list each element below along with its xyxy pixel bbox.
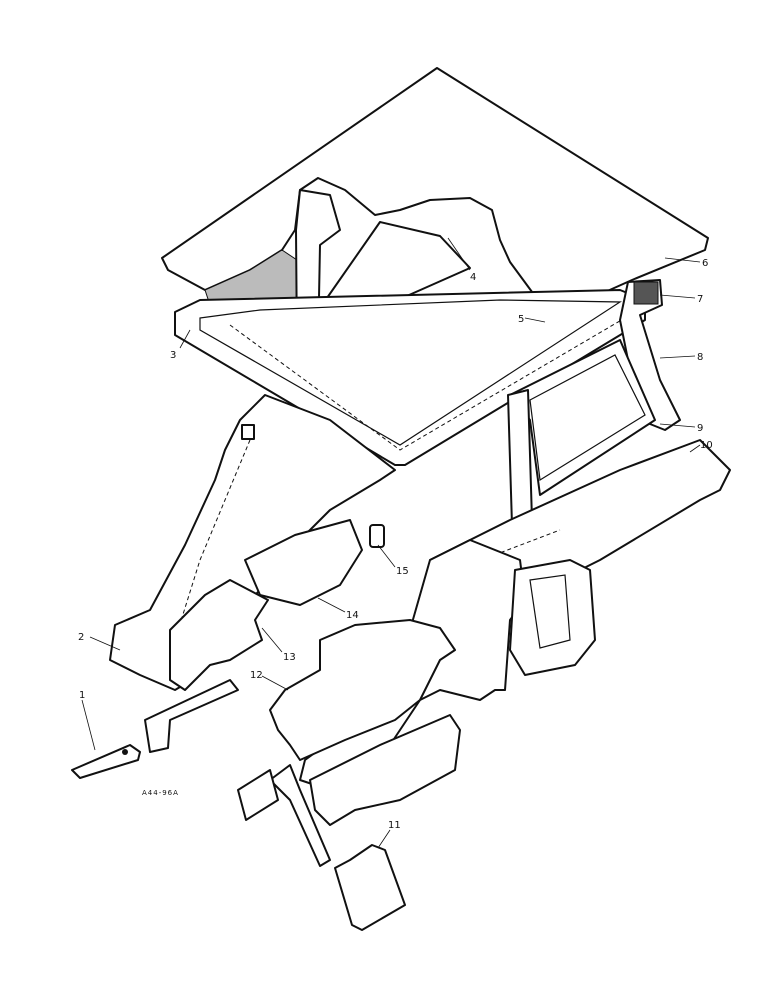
callout-5: 5 <box>518 314 524 325</box>
leader-12 <box>261 675 289 691</box>
leader-3 <box>179 329 191 349</box>
callout-1: 1 <box>79 690 85 701</box>
leader-6 <box>664 257 701 263</box>
pillar-cap <box>633 281 659 305</box>
step-plate-left <box>144 679 239 753</box>
side-window-glass <box>529 354 646 482</box>
leader-14 <box>317 597 346 613</box>
leader-13 <box>261 627 283 653</box>
callout-11: 11 <box>388 820 401 831</box>
leader-1 <box>81 699 96 751</box>
callout-10: 10 <box>700 440 713 451</box>
floor-mat-right <box>269 619 456 761</box>
figure-code: A44-96A <box>142 789 179 797</box>
floor-plate-left <box>169 579 269 691</box>
callout-6: 6 <box>702 258 708 269</box>
hinge-hole <box>122 749 128 755</box>
step-bracket <box>334 844 406 931</box>
top-frame-bar <box>174 289 646 466</box>
callout-15: 15 <box>396 566 409 577</box>
leader-4 <box>447 237 471 271</box>
floor-dashed-line <box>454 529 561 571</box>
front-handle <box>269 764 331 867</box>
callout-2: 2 <box>78 632 84 643</box>
callout-14: 14 <box>346 610 359 621</box>
callout-8: 8 <box>697 352 703 363</box>
left-panel-fitting <box>241 424 255 440</box>
cover-plate <box>244 519 363 606</box>
leader-2 <box>89 636 121 651</box>
left-panel-dashed <box>174 439 251 641</box>
callout-9: 9 <box>697 423 703 434</box>
leader-11 <box>377 829 391 849</box>
leader-15 <box>377 544 396 568</box>
leader-10 <box>689 444 701 453</box>
front-step-box <box>309 714 461 826</box>
leader-9 <box>659 423 696 428</box>
leader-5 <box>524 317 546 323</box>
callout-3: 3 <box>170 350 176 361</box>
callout-7: 7 <box>697 294 703 305</box>
bushing <box>369 524 385 548</box>
left-side-panel <box>109 394 396 691</box>
callout-13: 13 <box>283 652 296 663</box>
fender-bracket <box>529 574 571 649</box>
front-handle-mount <box>237 769 279 821</box>
top-frame-dashed-outline <box>229 314 631 451</box>
leader-7 <box>659 294 696 299</box>
hinge-bar <box>71 744 141 779</box>
top-frame-inner <box>199 299 622 446</box>
callout-12: 12 <box>250 670 263 681</box>
rear-post <box>507 389 533 526</box>
leader-8 <box>659 355 696 359</box>
callout-4: 4 <box>470 272 476 283</box>
